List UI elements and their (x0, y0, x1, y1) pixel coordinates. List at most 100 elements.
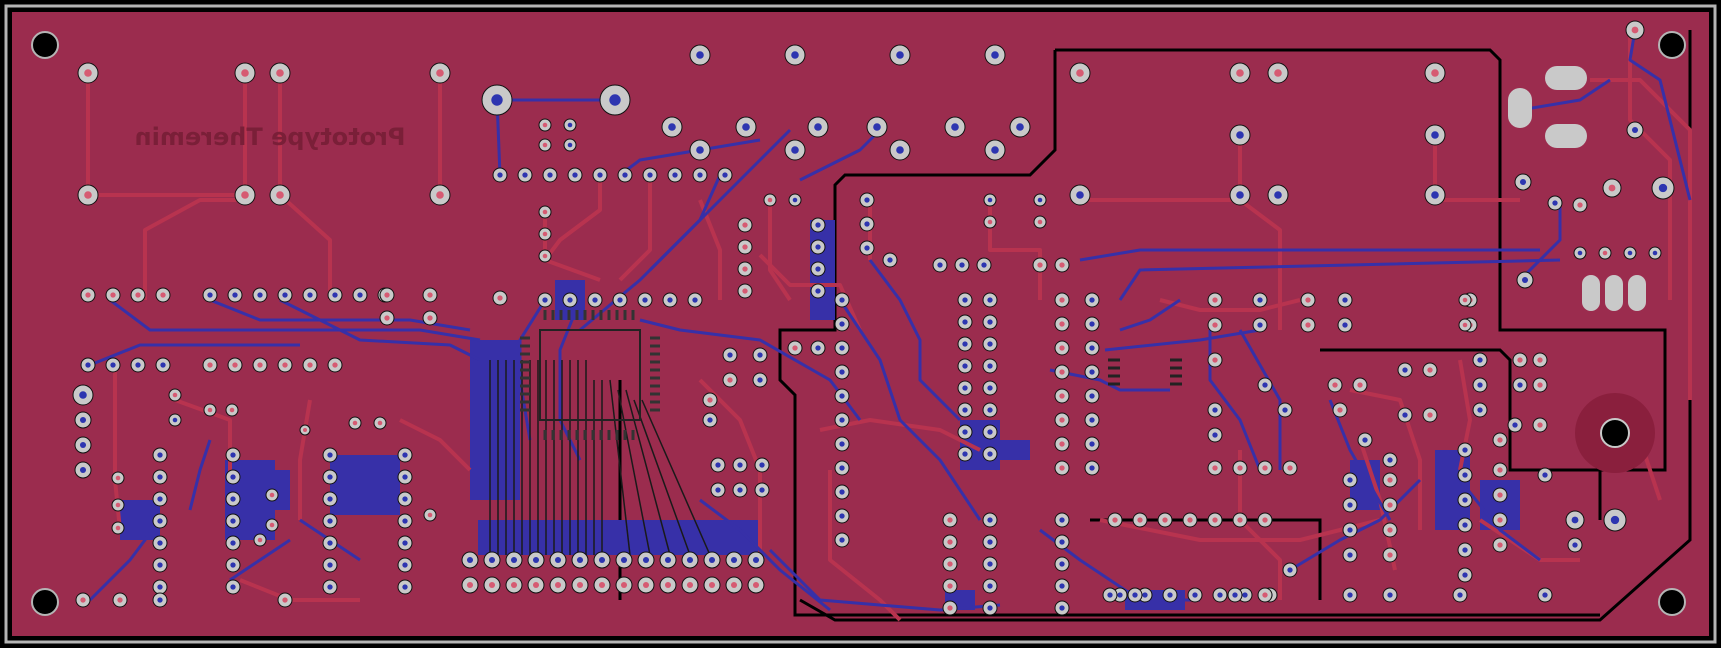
pad-drill (79, 466, 87, 474)
pad-drill (241, 69, 249, 77)
pad-drill (896, 51, 904, 59)
pad-drill (1257, 297, 1263, 303)
pad-drill (1236, 131, 1244, 139)
pad-drill (207, 362, 213, 368)
pad-drill (730, 556, 738, 564)
pad-drill (1387, 477, 1393, 483)
pad-drill (1631, 126, 1639, 134)
pad-drill (1402, 367, 1408, 373)
pad-drill (572, 172, 578, 178)
pad-drill (1542, 592, 1548, 598)
pad-drill (1212, 357, 1218, 363)
pad-drill (1572, 542, 1578, 548)
pad-drill (987, 319, 993, 325)
pad-drill (327, 518, 333, 524)
pad-drill (981, 262, 987, 268)
pad-drill (1387, 502, 1393, 508)
pad-drill (791, 51, 799, 59)
pad-drill (1627, 250, 1633, 256)
pad-drill (1462, 297, 1468, 303)
pad-drill (542, 253, 548, 259)
pad-drill (1089, 345, 1095, 351)
pad-drill (839, 345, 845, 351)
pad-drill (1402, 412, 1408, 418)
large-mounting-hole-icon (1600, 418, 1630, 448)
pad-drill (1387, 552, 1393, 558)
pad-drill (377, 420, 383, 426)
pad-drill (767, 197, 773, 203)
pad-drill (1187, 517, 1193, 523)
pad-drill (1462, 472, 1468, 478)
pad-drill (172, 392, 178, 398)
pad-drill (384, 315, 390, 321)
pad-drill (542, 142, 548, 148)
pad-drill (1232, 592, 1238, 598)
pad-drill (554, 581, 562, 589)
pad-drill (598, 581, 606, 589)
pad-drill (991, 51, 999, 59)
pad-drill (1262, 517, 1268, 523)
pad-drill (115, 525, 121, 531)
pad-drill (887, 257, 893, 263)
pad-drill (686, 581, 694, 589)
pad-drill (1262, 465, 1268, 471)
pad-drill (815, 222, 821, 228)
pad-drill (1016, 123, 1024, 131)
pad-drill (1332, 382, 1338, 388)
pad-drill (987, 451, 993, 457)
pad-drill (1577, 202, 1583, 208)
pad-drill (282, 362, 288, 368)
oval-pad (1508, 88, 1532, 128)
pad-drill (792, 197, 798, 203)
pad-drill (1305, 322, 1311, 328)
pad-drill (1497, 492, 1503, 498)
pad-drill (642, 556, 650, 564)
pad-drill (759, 462, 765, 468)
pad-drill (1236, 69, 1244, 77)
pad-drill (402, 584, 408, 590)
pad-drill (727, 377, 733, 383)
pad-drill (742, 266, 748, 272)
oval-pad (1605, 275, 1623, 311)
pad-drill (839, 537, 845, 543)
pad-drill (522, 172, 528, 178)
pad-drill (672, 172, 678, 178)
pad-drill (1089, 417, 1095, 423)
pad-drill (1037, 197, 1043, 203)
pad-drill (115, 475, 121, 481)
pad-drill (327, 584, 333, 590)
pad-drill (241, 191, 249, 199)
pad-drill (937, 262, 943, 268)
pad-drill (230, 496, 236, 502)
pad-drill (839, 441, 845, 447)
pad-drill (232, 292, 238, 298)
pad-drill (1477, 407, 1483, 413)
pad-drill (668, 123, 676, 131)
pad-drill (664, 581, 672, 589)
pad-drill (567, 122, 573, 128)
pad-drill (230, 584, 236, 590)
pad-drill (1089, 393, 1095, 399)
pad-drill (542, 209, 548, 215)
pad-drill (532, 556, 540, 564)
pad-drill (1347, 552, 1353, 558)
pad-drill (1462, 447, 1468, 453)
pad-drill (1059, 417, 1065, 423)
pad-drill (110, 292, 116, 298)
pad-drill (597, 172, 603, 178)
pad-drill (839, 513, 845, 519)
pad-drill (647, 172, 653, 178)
pad-drill (510, 581, 518, 589)
pad-drill (947, 561, 953, 567)
pad-drill (1089, 441, 1095, 447)
pad-drill (307, 362, 313, 368)
pad-drill (987, 429, 993, 435)
pad-drill (815, 345, 821, 351)
pad-drill (230, 518, 236, 524)
pad-drill (1608, 184, 1616, 192)
pad-drill (402, 518, 408, 524)
pad-drill (427, 292, 433, 298)
pad-drill (269, 492, 275, 498)
pad-drill (987, 363, 993, 369)
mounting-holes (31, 31, 1686, 616)
